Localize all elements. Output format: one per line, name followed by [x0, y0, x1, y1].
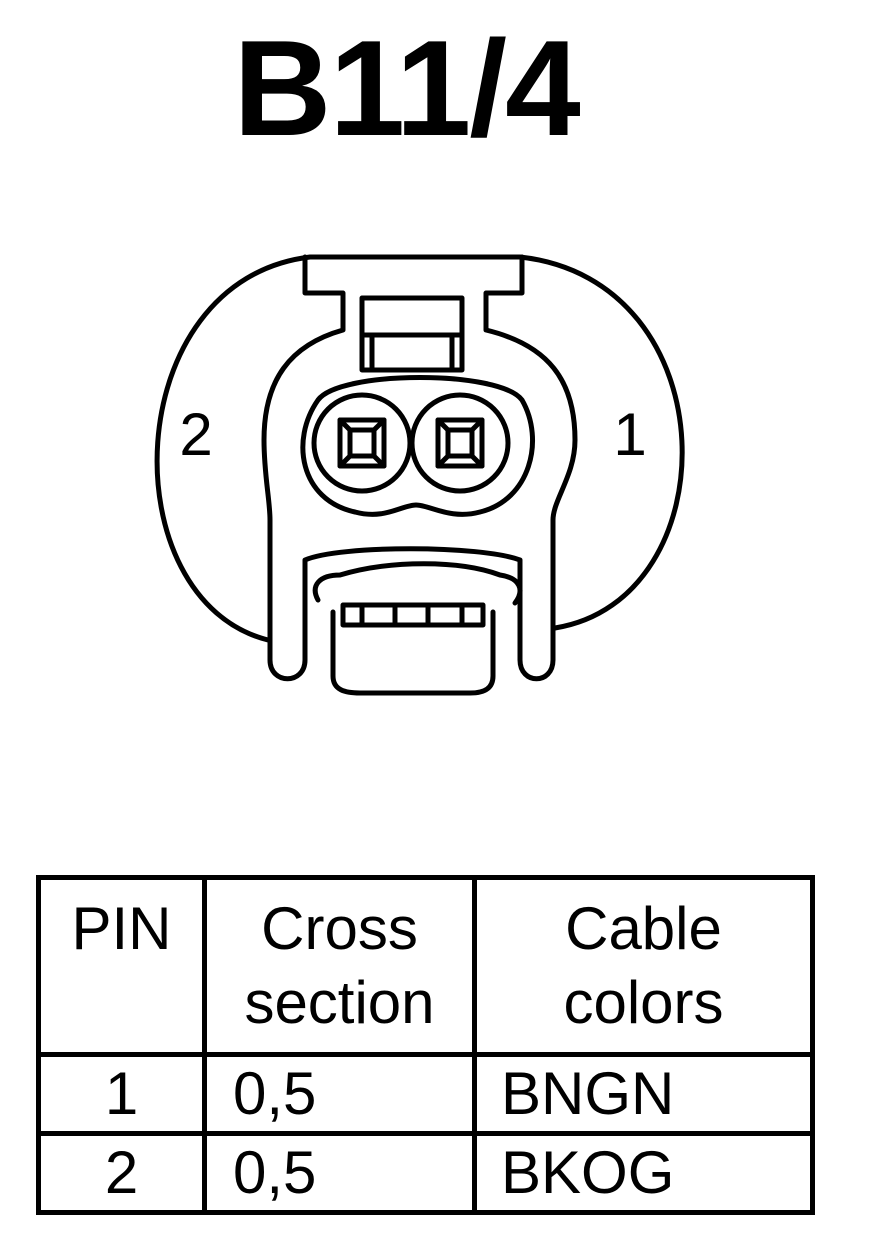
header-cable-colors: Cable colors: [472, 875, 815, 1057]
latch-outline: [261, 254, 578, 682]
cell-cross-section: 0,5: [202, 1131, 477, 1215]
header-pin: PIN: [36, 875, 207, 1057]
contact-pin-1-icon: [435, 417, 485, 469]
connector-title: B11/4: [233, 12, 580, 164]
contact-pin-2-icon: [337, 417, 387, 469]
cell-cable-color: BNGN: [472, 1052, 815, 1136]
cell-cross-section: 0,5: [202, 1052, 477, 1136]
cavity-outline: [300, 375, 536, 517]
lower-opening: [312, 561, 523, 606]
pin-assignment-table: PIN Cross section Cable colors 1 0,5 BNG…: [36, 875, 815, 1215]
pin-label-1: 1: [613, 401, 646, 468]
connector-face-diagram: 2 1: [154, 254, 685, 696]
table-header-row: PIN Cross section Cable colors: [36, 875, 815, 1057]
table-row: 2 0,5 BKOG: [36, 1131, 815, 1215]
bottom-shroud: [330, 609, 496, 696]
contact-ring-right: [409, 392, 511, 494]
pin-label-2: 2: [179, 401, 212, 468]
housing-outline: [154, 254, 685, 643]
header-cross-section: Cross section: [202, 875, 477, 1057]
contact-ring-left: [311, 392, 413, 494]
cell-pin: 2: [36, 1131, 207, 1215]
cell-pin: 1: [36, 1052, 207, 1136]
cell-cable-color: BKOG: [472, 1131, 815, 1215]
table-row: 1 0,5 BNGN: [36, 1052, 815, 1136]
